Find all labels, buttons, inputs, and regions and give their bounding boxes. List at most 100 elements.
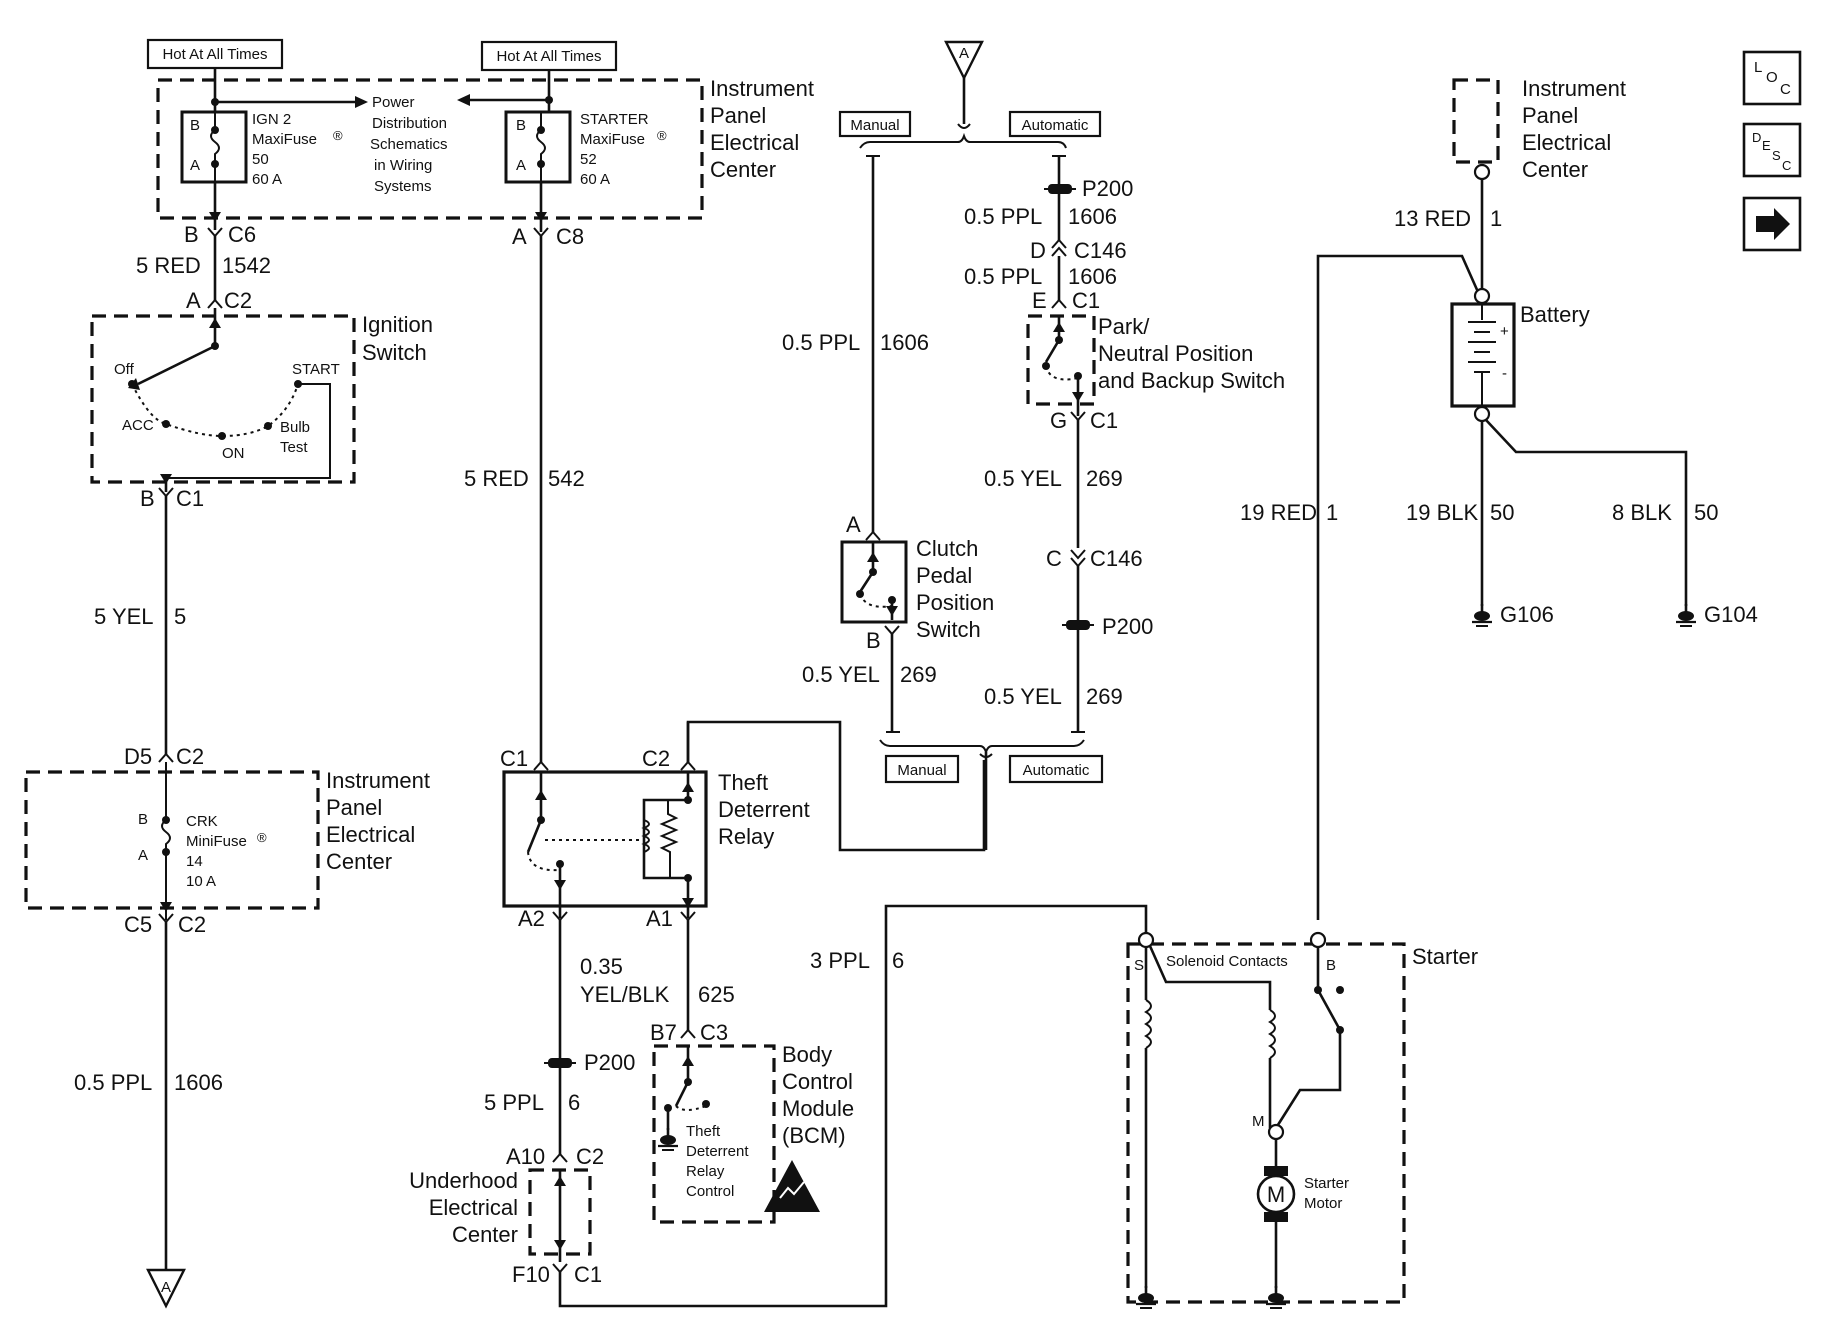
- battery-icon: + -: [1468, 304, 1509, 406]
- ignition-bulb-test-2: Test: [280, 439, 308, 456]
- wire-6-lower-gauge: 5 PPL: [484, 1090, 544, 1115]
- svg-text:Position: Position: [916, 590, 994, 615]
- svg-text:Deterrent: Deterrent: [686, 1143, 749, 1160]
- f10-pin: F10: [512, 1262, 550, 1287]
- wire-8blk-gauge: 8 BLK: [1612, 500, 1672, 525]
- crk-fuse-number: 14: [186, 853, 203, 870]
- wire-1606-left-gauge: 0.5 PPL: [74, 1070, 152, 1095]
- starter-motor-2: Motor: [1304, 1195, 1342, 1212]
- park-g-connector: C1: [1090, 408, 1118, 433]
- ignition-bulb-test-1: Bulb: [280, 419, 310, 436]
- p200-lower: P200: [584, 1050, 635, 1075]
- ign-c2-connector: C2: [224, 288, 252, 313]
- manual-label-top: Manual: [850, 117, 899, 134]
- svg-text:Systems: Systems: [374, 178, 432, 195]
- hot-at-all-times-label-right: Hot At All Times: [480, 40, 618, 72]
- park-c1-e-connector: C1: [1072, 288, 1100, 313]
- wire-6-gauge: 3 PPL: [810, 948, 870, 973]
- b7-pin: B7: [650, 1020, 677, 1045]
- ign-fuse-number: 50: [252, 151, 269, 168]
- ipec-crk-name-1: Instrument: [326, 768, 430, 793]
- c5-pin: C5: [124, 912, 152, 937]
- ignition-switch-name-1: Ignition: [362, 312, 433, 337]
- svg-text:Relay: Relay: [718, 824, 774, 849]
- ign-fuse-pin-a: A: [190, 157, 200, 174]
- next-arrow-button[interactable]: [1742, 196, 1802, 252]
- ign-fuse-rating: 60 A: [252, 171, 282, 188]
- svg-text:Center: Center: [452, 1222, 518, 1247]
- starter-fuse-number: 52: [580, 151, 597, 168]
- svg-text:E: E: [1762, 138, 1771, 153]
- clutch-pin-b: B: [866, 628, 881, 653]
- svg-text:Pedal: Pedal: [916, 563, 972, 588]
- crk-pin-a: A: [138, 847, 148, 864]
- ignition-start: START: [292, 361, 340, 378]
- wire-8blk-circuit: 50: [1694, 500, 1718, 525]
- svg-text:C: C: [1780, 81, 1791, 98]
- ignition-on: ON: [222, 445, 245, 462]
- svg-text:C: C: [1782, 158, 1791, 173]
- starter-m: M: [1252, 1113, 1265, 1130]
- ignition-switch-name-2: Switch: [362, 340, 427, 365]
- svg-text:L: L: [1754, 59, 1762, 76]
- wire-269-b-gauge: 0.5 YEL: [984, 684, 1062, 709]
- wire-19red-gauge: 19 RED: [1240, 500, 1317, 525]
- solenoid-contacts: Solenoid Contacts: [1166, 953, 1288, 970]
- wire-5-circuit: 5: [174, 604, 186, 629]
- g104-ground-icon: [1674, 602, 1698, 628]
- c8-pin: A: [512, 224, 527, 249]
- power-distribution-note: Power Distribution Schematics in Wiring …: [370, 94, 448, 195]
- svg-text:Neutral Position: Neutral Position: [1098, 341, 1253, 366]
- starter-fuse-name: STARTER: [580, 111, 649, 128]
- wire-625-circuit: 625: [698, 982, 735, 1007]
- wire-542-circuit: 542: [548, 466, 585, 491]
- svg-text:Module: Module: [782, 1096, 854, 1121]
- ref-a-top: [944, 40, 984, 81]
- d5-pin: D5: [124, 744, 152, 769]
- b7-connector: C3: [700, 1020, 728, 1045]
- wire-6-lower-circuit: 6: [568, 1090, 580, 1115]
- ref-a-bottom: [146, 1268, 186, 1309]
- ipec-top-name-2: Panel: [710, 103, 766, 128]
- wire-1606-b-circuit: 1606: [1068, 264, 1117, 289]
- g104: G104: [1704, 602, 1758, 627]
- svg-text:Hot At All Times: Hot At All Times: [162, 46, 267, 63]
- uhec-name-1: Underhood: [409, 1168, 518, 1193]
- loc-button[interactable]: L O C: [1742, 50, 1802, 106]
- relay-a2: A2: [518, 906, 545, 931]
- svg-text:Schematics: Schematics: [370, 136, 448, 153]
- ipec-right-box: [1452, 78, 1500, 164]
- wire-6-circuit: 6: [892, 948, 904, 973]
- wire-13red-circuit: 1: [1490, 206, 1502, 231]
- esd-warning-icon: [764, 1160, 820, 1212]
- wire-625-gauge-1: 0.35: [580, 954, 623, 979]
- wire-1606-left-circuit: 1606: [174, 1070, 223, 1095]
- ref-a-bottom-label: A: [161, 1279, 171, 1296]
- wire-542-gauge: 5 RED: [464, 466, 529, 491]
- wire-1542-gauge: 5 RED: [136, 253, 201, 278]
- svg-text:Deterrent: Deterrent: [718, 797, 810, 822]
- wire-269-a-circuit: 269: [1086, 466, 1123, 491]
- wire-19red-circuit: 1: [1326, 500, 1338, 525]
- relay-name-1: Theft: [718, 770, 768, 795]
- ign-fuse-name: IGN 2: [252, 111, 291, 128]
- park-c1-e-pin: E: [1032, 288, 1047, 313]
- starter-fuse-pin-b: B: [516, 117, 526, 134]
- svg-text:S: S: [1772, 148, 1781, 163]
- c6-connector: C6: [228, 222, 256, 247]
- ignition-acc: ACC: [122, 417, 154, 434]
- c5-connector: C2: [178, 912, 206, 937]
- a10-connector: C2: [576, 1144, 604, 1169]
- ipec-top-name-1: Instrument: [710, 76, 814, 101]
- svg-text:Distribution: Distribution: [372, 115, 447, 132]
- svg-text:Center: Center: [326, 849, 392, 874]
- svg-text:Electrical: Electrical: [326, 822, 415, 847]
- desc-button[interactable]: D E S C: [1742, 122, 1802, 178]
- wire-269-clutch-gauge: 0.5 YEL: [802, 662, 880, 687]
- svg-text:and Backup Switch: and Backup Switch: [1098, 368, 1285, 393]
- ipec-top-name-4: Center: [710, 157, 776, 182]
- automatic-label-top: Automatic: [1022, 117, 1089, 134]
- svg-text:Switch: Switch: [916, 617, 981, 642]
- ign-fuse-type: MaxiFuse: [252, 131, 317, 148]
